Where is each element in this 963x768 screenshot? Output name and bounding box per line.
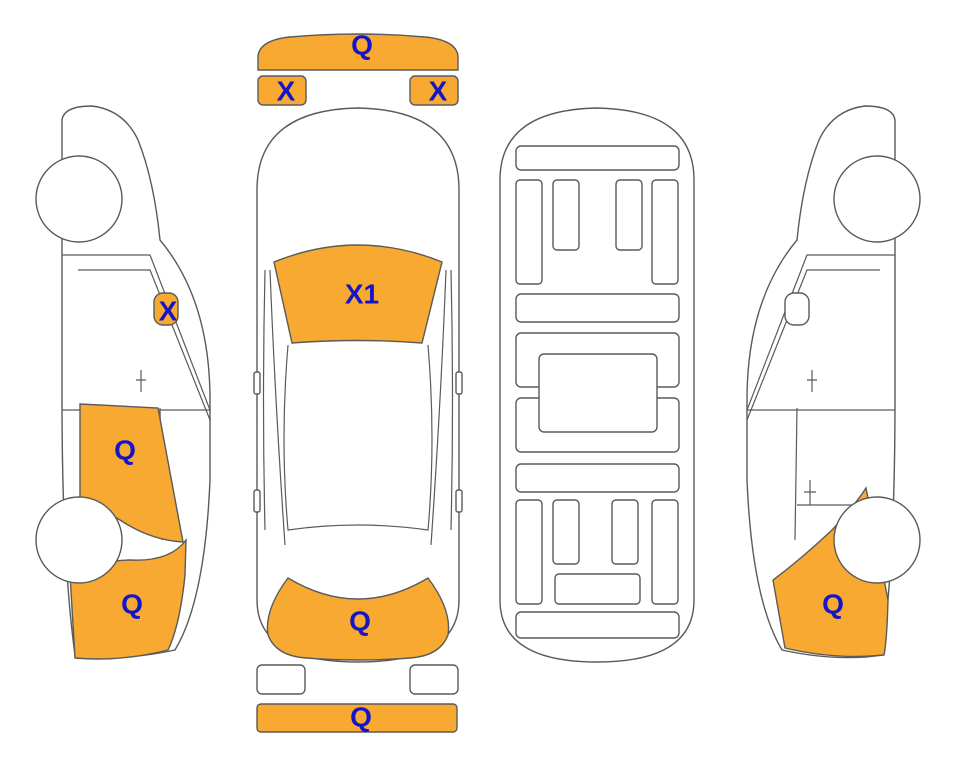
underside-view (499, 107, 695, 663)
rear-window-label: Q (349, 605, 371, 636)
left-wheels (35, 155, 123, 584)
front-light-right-part (409, 75, 459, 106)
rear-window-part (266, 577, 450, 661)
rear-bumper-part (256, 703, 458, 733)
front-bumper-part (257, 33, 459, 71)
left-mirror-label: X (159, 295, 178, 326)
windshield-group[interactable]: X1 (273, 244, 443, 344)
front-light-left-label: X (277, 75, 296, 106)
rear-bumper-group[interactable]: Q (256, 701, 458, 733)
front-bumper-label: Q (351, 29, 373, 60)
top-view-car (253, 107, 463, 663)
front-light-left-part (257, 75, 307, 106)
front-light-left-group[interactable]: X (257, 75, 307, 106)
windshield-part (273, 244, 443, 344)
front-bumper-group[interactable]: Q (257, 29, 459, 71)
left-rear-door-label: Q (114, 434, 136, 465)
rear-light-right[interactable] (409, 664, 459, 695)
windshield-label: X1 (345, 278, 379, 309)
right-rear-fender-label: Q (822, 588, 844, 619)
rear-bumper-label: Q (350, 701, 372, 732)
front-light-right-group[interactable]: X (409, 75, 459, 106)
left-mirror-part (153, 292, 179, 326)
rear-light-left[interactable] (256, 664, 306, 695)
left-rear-fender-label: Q (121, 588, 143, 619)
rear-window-group[interactable]: Q (266, 577, 450, 661)
right-wheels (833, 155, 921, 584)
front-light-right-label: X (429, 75, 448, 106)
left-mirror-group[interactable]: X (153, 292, 179, 326)
